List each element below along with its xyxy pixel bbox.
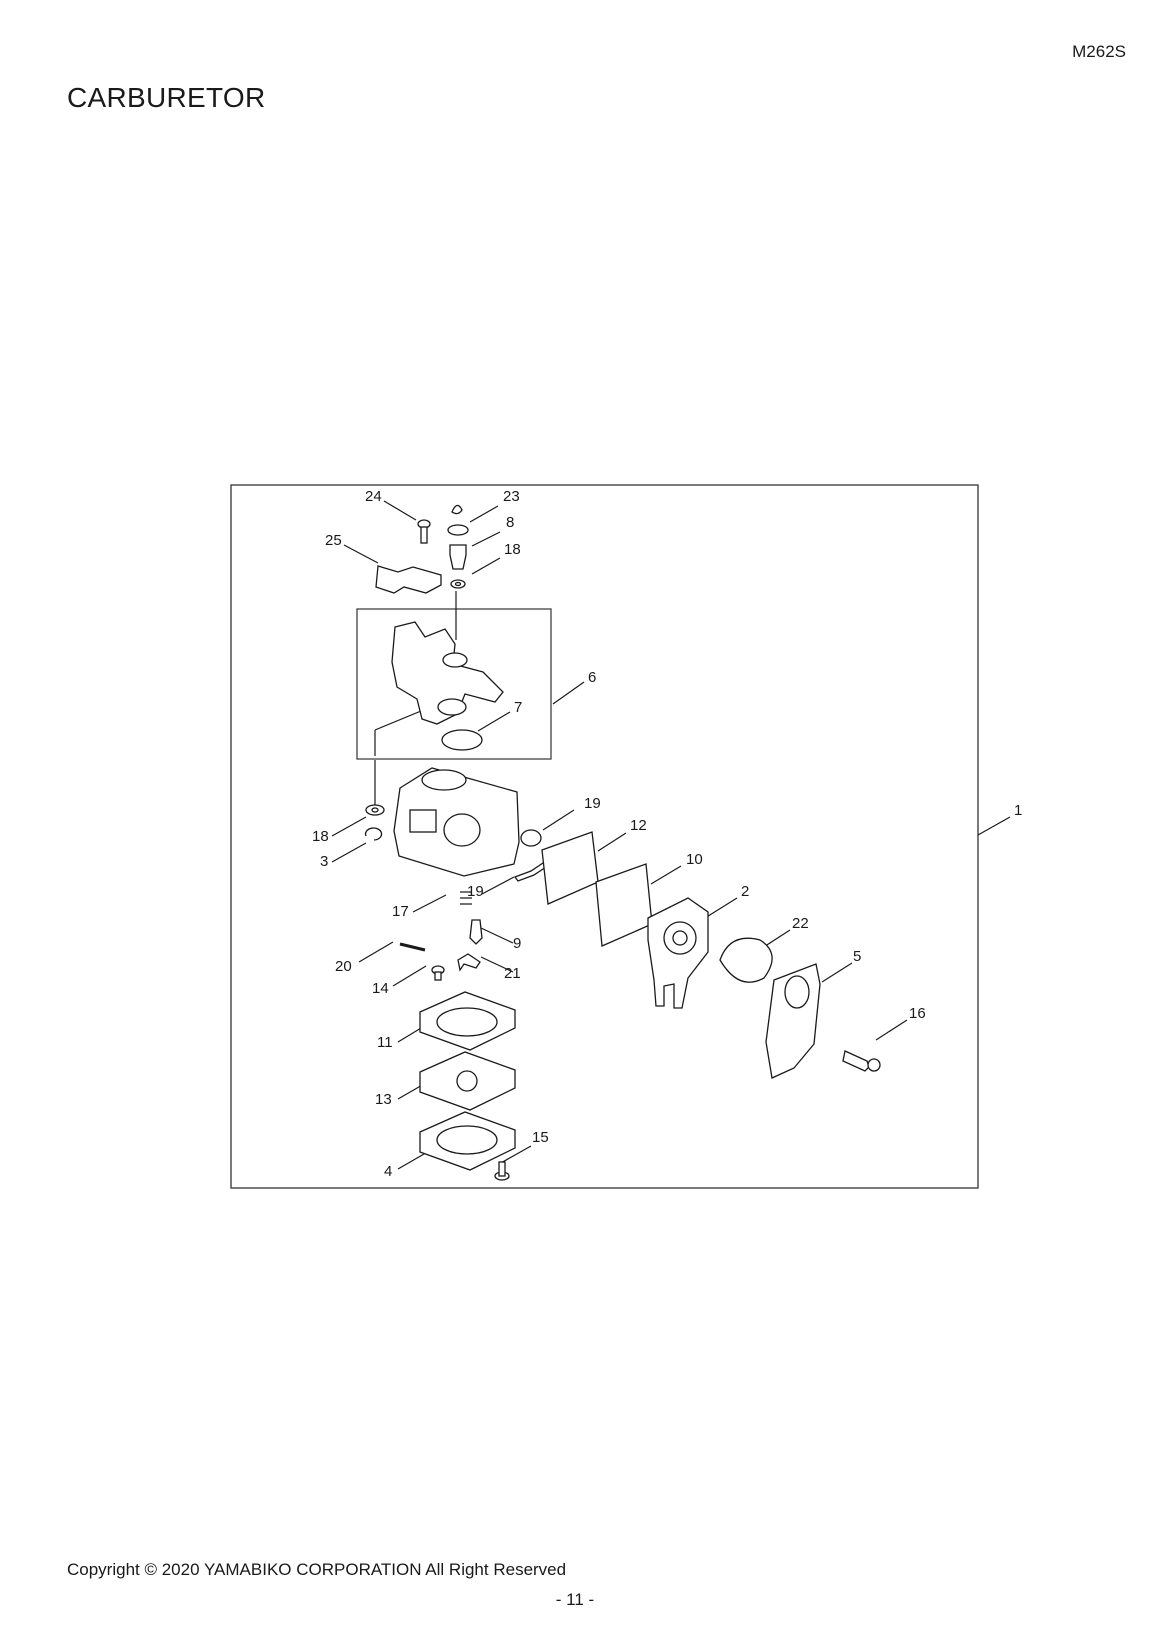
callout-label: 8 xyxy=(506,514,514,531)
page-number: - 11 - xyxy=(555,1590,595,1609)
callout-label: 10 xyxy=(686,851,703,868)
callout-label: 19 xyxy=(584,795,601,812)
callout-label: 21 xyxy=(504,965,521,982)
sub-assembly-box xyxy=(356,608,552,760)
callout-label: 14 xyxy=(372,980,389,997)
callout-label: 5 xyxy=(853,948,861,965)
callout-label: 18 xyxy=(312,828,329,845)
callout-label: 6 xyxy=(588,669,596,686)
callout-label: 4 xyxy=(384,1163,392,1180)
callout-label: 16 xyxy=(909,1005,926,1022)
callout-label: 11 xyxy=(377,1034,393,1051)
callout-label: 24 xyxy=(365,488,382,505)
callout-label: 23 xyxy=(503,488,520,505)
callout-label: 20 xyxy=(335,958,352,975)
callout-label: 22 xyxy=(792,915,809,932)
callout-label: 13 xyxy=(375,1091,392,1108)
callout-label: 12 xyxy=(630,817,647,834)
model-code: M262S xyxy=(1072,42,1126,61)
callout-label: 9 xyxy=(513,935,521,952)
callout-label: 15 xyxy=(532,1129,549,1146)
callout-label: 7 xyxy=(514,699,522,716)
callout-label: 25 xyxy=(325,532,342,549)
callout-label: 17 xyxy=(392,903,409,920)
callout-label: 18 xyxy=(504,541,521,558)
copyright-notice: Copyright © 2020 YAMABIKO CORPORATION Al… xyxy=(67,1560,567,1579)
callout-labels: 24 23 8 25 18 6 7 1 19 12 18 3 10 19 2 1… xyxy=(312,488,1022,1180)
callout-label: 1 xyxy=(1014,802,1022,819)
callout-label: 2 xyxy=(741,883,749,900)
page-title: CARBURETOR xyxy=(67,82,266,113)
diagram-frame xyxy=(230,484,979,1189)
callout-label: 19 xyxy=(467,883,484,900)
callout-label: 3 xyxy=(320,853,328,870)
